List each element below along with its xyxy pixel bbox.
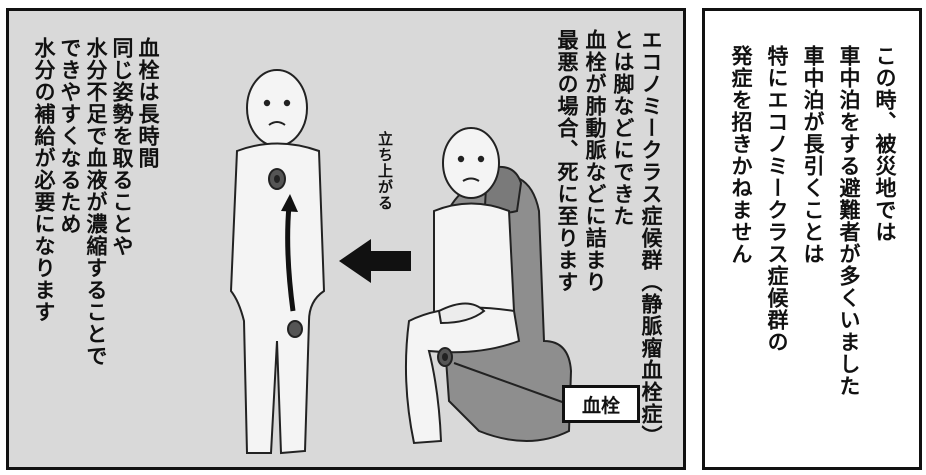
explanation-line: 血栓が肺動脈などに詰まり (583, 29, 607, 293)
narration-line: 特にエコノミークラス症候群の (765, 45, 789, 353)
clot-path-arrow (285, 205, 296, 312)
main-comic-panel: エコノミークラス症候群（静脈瘤血栓症） とは脚などにできた 血栓が肺動脈などに詰… (6, 8, 686, 470)
stand-up-label: 立ち上がる (376, 131, 394, 211)
narration-line: この時、被災地では (873, 45, 897, 243)
leg-clot-marker (437, 347, 453, 367)
explanation-line: 最悪の場合、死に至ります (555, 29, 579, 293)
knee-clot-marker (287, 320, 303, 338)
seated-person-face (457, 155, 485, 182)
narration-text: この時、被災地では 車中泊をする避難者が多くいました 車中泊が長引くことは 特に… (723, 45, 903, 397)
clot-cause-line: 水分不足で血液が濃縮することで (84, 37, 108, 367)
clot-cause-text: 血栓は長時間 同じ姿勢を取ることや 水分不足で血液が濃縮することで できやすくな… (31, 37, 161, 367)
narration-line: 車中泊が長引くことは (801, 45, 825, 265)
clot-callout-box: 血栓 (562, 385, 640, 423)
clot-cause-line: 水分の補給が必要になります (32, 37, 56, 323)
callout-leader-line (453, 362, 566, 404)
clot-cause-line: 同じ姿勢を取ることや (110, 37, 134, 257)
clot-cause-line: 血栓は長時間 (136, 37, 160, 169)
explanation-line: エコノミークラス症候群（静脈瘤血栓症） (639, 29, 663, 447)
clot-path-arrowhead-icon (281, 194, 298, 212)
seated-person-figure (404, 127, 521, 445)
standing-person-figure (229, 69, 326, 455)
clot-cause-line: できやすくなるため (58, 37, 82, 235)
narration-line: 発症を招きかねません (729, 45, 753, 265)
narration-line: 車中泊をする避難者が多くいました (837, 45, 861, 397)
panel-illustration (229, 69, 573, 455)
standing-person-face (263, 99, 291, 126)
side-comic-panel: この時、被災地では 車中泊をする避難者が多くいました 車中泊が長引くことは 特に… (702, 8, 922, 470)
explanation-line: とは脚などにできた (611, 29, 635, 227)
chest-clot-marker (268, 168, 286, 190)
transition-arrow-icon (339, 239, 411, 283)
explanation-text: エコノミークラス症候群（静脈瘤血栓症） とは脚などにできた 血栓が肺動脈などに詰… (553, 29, 665, 447)
